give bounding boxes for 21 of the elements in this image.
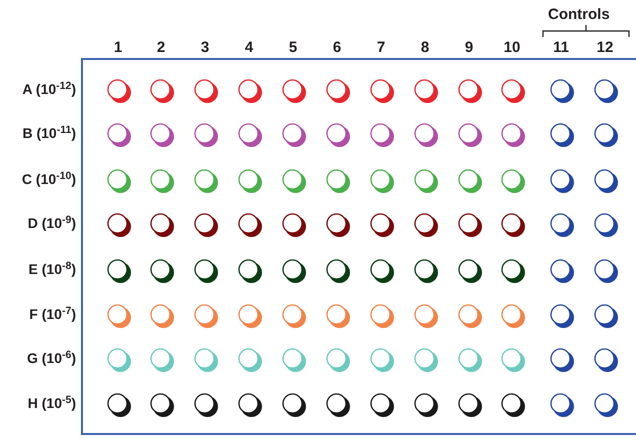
row-label: B (10$^{-11}$) (22, 126, 76, 140)
row-label: C (10$^{-10}$) (22, 172, 76, 186)
column-number: 6 (332, 38, 342, 58)
column-number: 10 (502, 38, 522, 58)
column-number: 12 (596, 38, 614, 58)
column-number: 4 (244, 38, 254, 58)
row-label: A (10$^{-12}$) (22, 82, 76, 96)
column-number: 3 (200, 38, 210, 58)
row-label: H (10$^{-5}$) (28, 396, 76, 410)
column-number: 8 (420, 38, 430, 58)
column-number: 1 (112, 38, 124, 58)
column-number: 2 (156, 38, 166, 58)
row-label: D (10$^{-9}$) (28, 216, 76, 230)
group-label: Controls (548, 5, 610, 25)
column-number: 7 (376, 38, 386, 58)
row-label: E (10$^{-8}$) (28, 262, 76, 276)
column-number: 11 (552, 38, 570, 58)
row-label: G (10$^{-6}$) (26, 351, 76, 365)
column-number: 5 (288, 38, 298, 58)
row-label: F (10$^{-7}$) (29, 307, 76, 321)
column-number: 9 (464, 38, 474, 58)
